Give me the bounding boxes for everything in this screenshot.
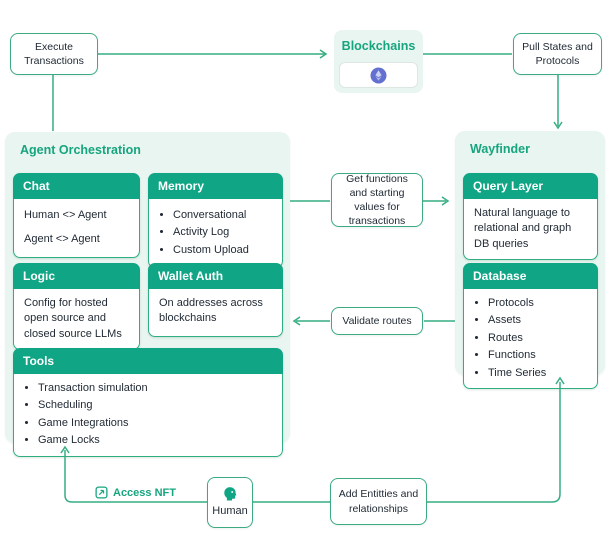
human-head-icon xyxy=(224,487,237,501)
chat-card-header: Chat xyxy=(13,173,140,199)
memory-list: ConversationalActivity LogCustom Upload xyxy=(159,208,272,258)
list-item: Transaction simulation xyxy=(38,381,272,396)
get-functions-node: Get functions and starting values for tr… xyxy=(331,173,423,227)
agent-orchestration-panel: Agent Orchestration Chat Human <> Agent … xyxy=(5,132,290,457)
arrow-right-icon xyxy=(319,49,328,59)
blockchains-title: Blockchains xyxy=(341,39,416,53)
add-entities-label: Add Entitties and relationships xyxy=(338,488,419,515)
query-layer-card-header: Query Layer xyxy=(463,173,598,199)
execute-transactions-node: Execute Transactions xyxy=(10,33,98,75)
memory-card-header: Memory xyxy=(148,173,283,199)
execute-transactions-label: Execute Transactions xyxy=(24,40,84,67)
list-item: Functions xyxy=(488,348,587,363)
human-label: Human xyxy=(212,505,248,518)
wayfinder-title: Wayfinder xyxy=(470,142,530,156)
pull-states-label: Pull States and Protocols xyxy=(522,40,593,67)
list-item: Assets xyxy=(488,313,587,328)
blockchains-panel: Blockchains xyxy=(334,30,423,93)
tools-list: Transaction simulationSchedulingGame Int… xyxy=(24,381,272,449)
database-card-body: ProtocolsAssetsRoutesFunctionsTime Serie… xyxy=(463,289,598,389)
get-functions-label: Get functions and starting values for tr… xyxy=(346,172,408,228)
wayfinder-panel: Wayfinder Query Layer Natural language t… xyxy=(455,131,605,389)
list-item: Game Locks xyxy=(38,433,272,448)
human-node: Human xyxy=(207,477,253,528)
list-item: Custom Upload xyxy=(173,243,272,258)
add-entities-node: Add Entitties and relationships xyxy=(330,478,427,525)
query-layer-card: Query Layer Natural language to relation… xyxy=(463,173,598,261)
agent-orchestration-title: Agent Orchestration xyxy=(20,143,141,157)
logic-card: Logic Config for hosted open source and … xyxy=(13,263,140,351)
validate-routes-label: Validate routes xyxy=(342,314,412,327)
chat-line: Human <> Agent xyxy=(24,209,107,221)
blockchain-chip xyxy=(339,62,418,88)
arrow-left-icon xyxy=(292,316,301,326)
query-layer-card-body: Natural language to relational and graph… xyxy=(463,199,598,261)
arrow-down-icon xyxy=(553,121,563,130)
pull-states-node: Pull States and Protocols xyxy=(513,33,602,75)
tools-card-body: Transaction simulationSchedulingGame Int… xyxy=(13,374,283,457)
list-item: Protocols xyxy=(488,296,587,311)
memory-card: Memory ConversationalActivity LogCustom … xyxy=(148,173,283,269)
arrow-right-icon xyxy=(441,196,450,206)
memory-card-body: ConversationalActivity LogCustom Upload xyxy=(148,199,283,269)
list-item: Scheduling xyxy=(38,398,272,413)
validate-routes-node: Validate routes xyxy=(331,307,423,335)
access-nft-label: Access NFT xyxy=(113,486,176,499)
wallet-auth-card: Wallet Auth On addresses across blockcha… xyxy=(148,263,283,337)
wallet-auth-card-body: On addresses across blockchains xyxy=(148,289,283,337)
list-item: Game Integrations xyxy=(38,416,272,431)
tools-card-header: Tools xyxy=(13,348,283,374)
list-item: Routes xyxy=(488,331,587,346)
list-item: Time Series xyxy=(488,366,587,381)
database-card: Database ProtocolsAssetsRoutesFunctionsT… xyxy=(463,263,598,389)
database-list: ProtocolsAssetsRoutesFunctionsTime Serie… xyxy=(474,296,587,381)
access-nft-label-group: Access NFT xyxy=(95,486,176,499)
wallet-auth-card-header: Wallet Auth xyxy=(148,263,283,289)
chat-card: Chat Human <> Agent Agent <> Agent xyxy=(13,173,140,258)
chat-card-body: Human <> Agent Agent <> Agent xyxy=(13,199,140,258)
logic-card-body: Config for hosted open source and closed… xyxy=(13,289,140,351)
tools-card: Tools Transaction simulationSchedulingGa… xyxy=(13,348,283,457)
ethereum-icon xyxy=(370,67,387,83)
list-item: Conversational xyxy=(173,208,272,223)
logic-card-header: Logic xyxy=(13,263,140,289)
database-card-header: Database xyxy=(463,263,598,289)
chat-line: Agent <> Agent xyxy=(24,233,100,246)
list-item: Activity Log xyxy=(173,225,272,240)
nft-badge-icon xyxy=(95,486,108,499)
